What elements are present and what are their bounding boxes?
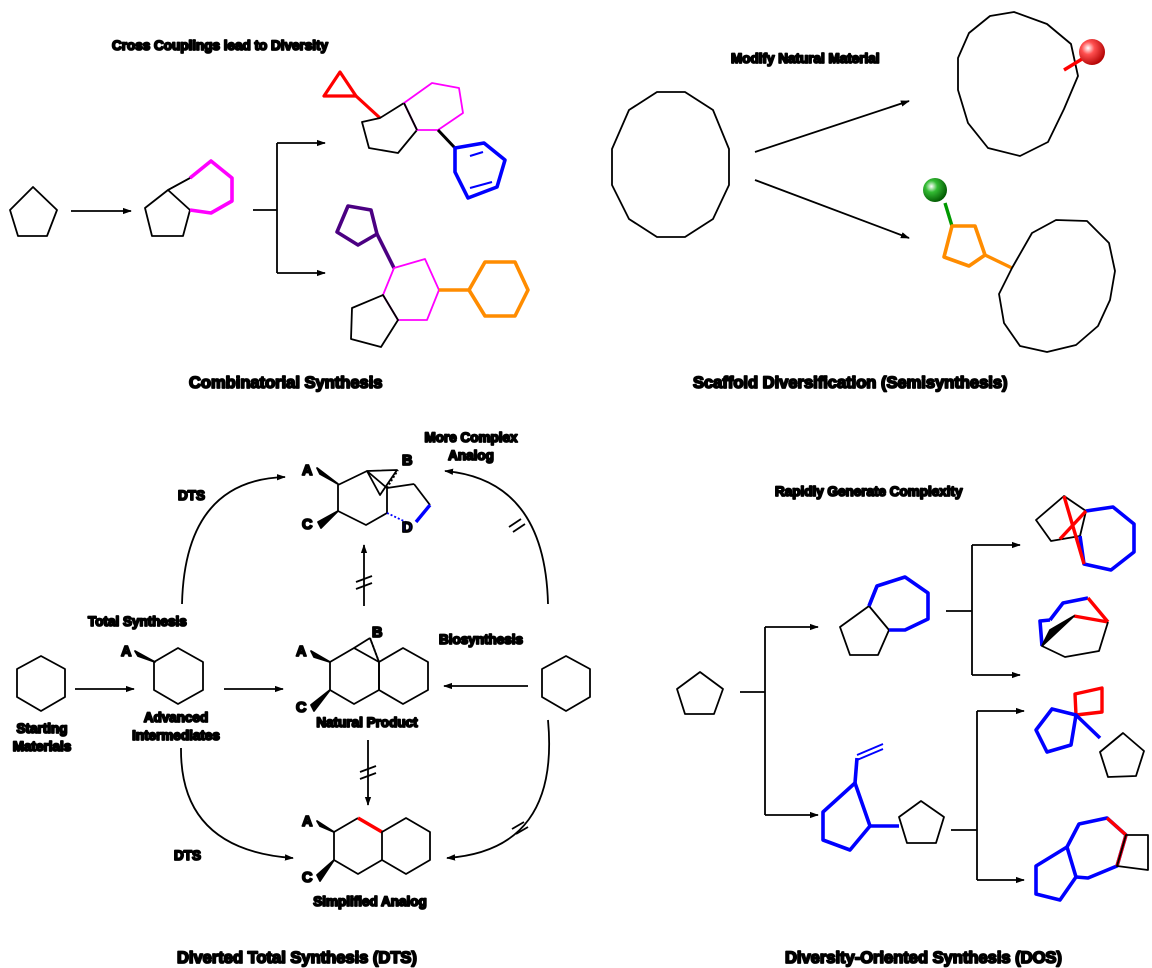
combinatorial-caption: Cross Couplings lead to Diversity (112, 38, 329, 53)
combinatorial-title: Combinatorial Synthesis (189, 374, 382, 392)
atom-b-np: B (372, 625, 382, 641)
atom-c-top: C (302, 517, 313, 533)
branch-arrow (253, 139, 326, 277)
dos-branch-arrow-3 (951, 707, 1025, 884)
arrow-upper (754, 100, 910, 153)
biosynthesis-label: Biosynthesis (439, 632, 523, 647)
scaffold-caption: Modify Natural Material (731, 51, 880, 66)
green-substituent-sphere (923, 178, 947, 202)
arc-bio-bottom (446, 719, 550, 861)
biosynthesis-hexagon (541, 655, 591, 712)
product-upper-macrocycle (957, 11, 1105, 157)
atom-a-ai: A (121, 644, 132, 660)
atom-d-top: D (402, 520, 412, 536)
more-complex-line2: Analog (448, 448, 494, 463)
dos-panel: Rapidly Generate Complexity (676, 483, 1149, 968)
arc-dts-top (181, 474, 286, 605)
atom-b-top: B (402, 453, 412, 469)
atom-a-np: A (296, 644, 307, 660)
dos-caption: Rapidly Generate Complexity (775, 484, 963, 499)
starting-hexagon (16, 655, 66, 712)
atom-a-sa: A (302, 814, 313, 830)
ai-line2: Intermediates (132, 728, 220, 743)
dos-title: Diversity-Oriented Synthesis (DOS) (785, 949, 1062, 967)
scaffold-title: Scaffold Diversification (Semisynthesis) (693, 374, 1008, 392)
complex-analog: A B D C (301, 452, 432, 537)
dos-vinyl-diene (821, 743, 945, 852)
product-lower-macrocycle (923, 178, 1116, 353)
dos-spiro-cyclobutane (1034, 686, 1145, 778)
dos-branch-arrow-1 (740, 623, 819, 819)
dts-bottom-label: DTS (174, 848, 201, 863)
product-lower (335, 204, 530, 348)
arc-dts-bottom (180, 747, 294, 861)
scaffold-panel: Modify Natural Material Scaffold Diversi… (611, 11, 1116, 393)
macrocycle-start (611, 91, 730, 238)
total-synthesis-label: Total Synthesis (88, 614, 187, 629)
simplified-analog-label: Simplified Analog (313, 894, 427, 909)
cyclopentane-start (9, 186, 58, 237)
arrow-lower (754, 179, 910, 239)
atom-c-np: C (296, 700, 307, 716)
ai-hexagon (153, 647, 204, 705)
product-upper (322, 70, 507, 200)
dos-branch-arrow-2 (946, 541, 1021, 679)
starting-line1: Starting (16, 721, 67, 736)
dts-title: Diverted Total Synthesis (DTS) (177, 949, 417, 967)
dos-fused-tricyclic (1034, 816, 1149, 902)
cyclopentane-dos-start (676, 671, 724, 715)
ai-line1: Advanced (144, 710, 209, 725)
natural-product: A B C Natural Product (295, 624, 429, 731)
dts-top-label: DTS (178, 488, 205, 503)
dos-indane (839, 575, 930, 656)
simplified-analog: A C Simplified Analog (301, 813, 431, 910)
dos-bridged (1038, 596, 1110, 658)
combinatorial-panel: Cross Couplings lead to Diversity (9, 37, 530, 393)
red-substituent-sphere (1079, 39, 1105, 65)
indane-product (144, 159, 234, 237)
atom-a-top: A (302, 463, 313, 479)
dos-spiro (1035, 495, 1136, 572)
starting-line2: Materials (13, 739, 72, 754)
atom-c-sa: C (302, 870, 313, 886)
arc-bio-top (444, 468, 549, 605)
dts-panel: More Complex Analog A B D C DTS (12, 429, 591, 968)
natural-product-label: Natural Product (316, 715, 418, 730)
more-complex-line1: More Complex (424, 430, 518, 445)
